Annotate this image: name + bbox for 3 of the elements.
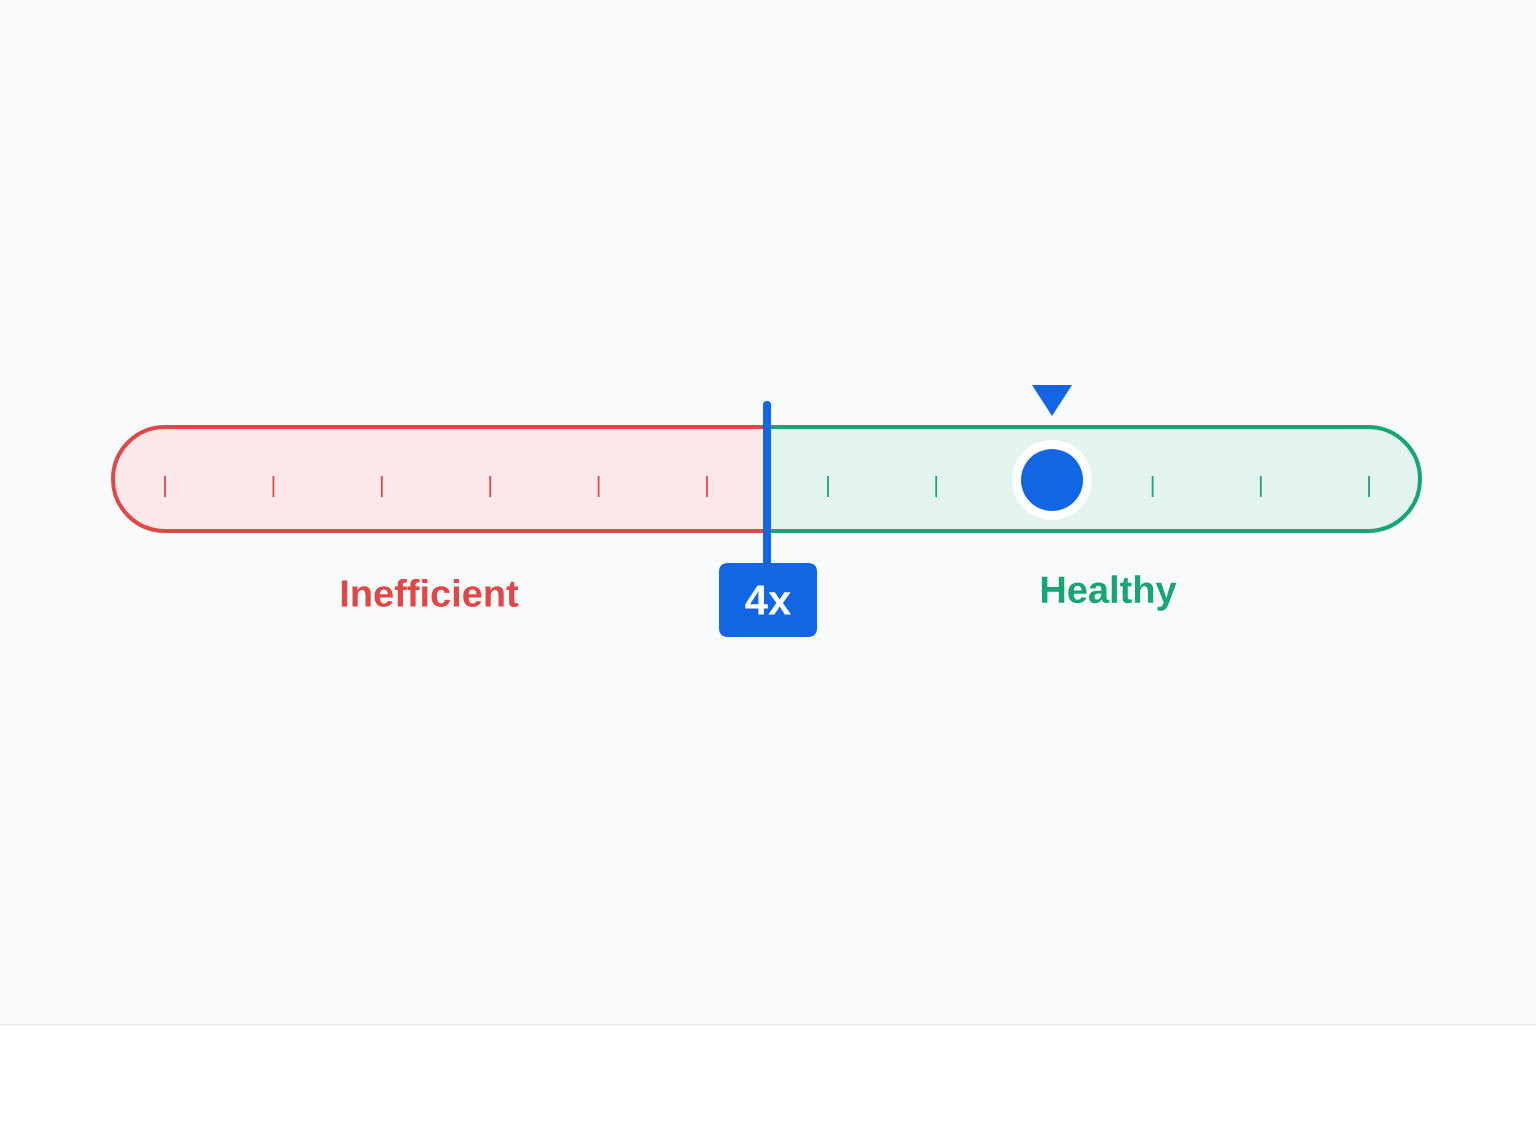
zone-label: Healthy (1041, 575, 1177, 611)
zone-label: Inefficient (341, 579, 519, 607)
value-badge: 4x (719, 563, 817, 637)
